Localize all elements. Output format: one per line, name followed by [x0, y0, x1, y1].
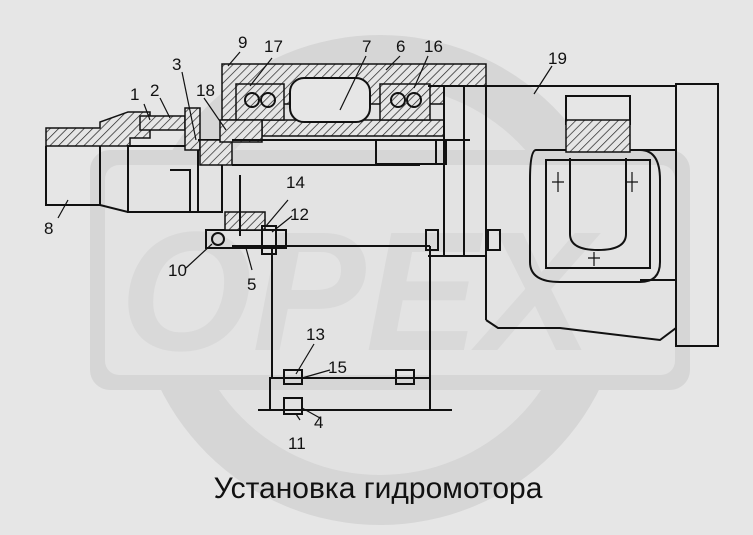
callout-8: 8 — [44, 219, 53, 238]
callout-labels: 1 2 3 4 5 6 7 8 9 10 11 12 13 14 15 16 1… — [44, 33, 567, 453]
leader-lines — [57, 51, 553, 421]
callout-12: 12 — [290, 205, 309, 224]
callout-3: 3 — [172, 55, 181, 74]
callout-7: 7 — [362, 37, 371, 56]
shaft — [232, 139, 470, 166]
callout-9: 9 — [238, 33, 247, 52]
callout-6: 6 — [396, 37, 405, 56]
callout-10: 10 — [168, 261, 187, 280]
callout-14: 14 — [286, 173, 305, 192]
bolt-group-left — [205, 211, 287, 255]
callout-17: 17 — [264, 37, 283, 56]
hydromotor-part-19 — [485, 83, 719, 347]
bracket-frame — [232, 175, 452, 415]
housing-part-6 — [219, 63, 487, 143]
callout-16: 16 — [424, 37, 443, 56]
callout-15: 15 — [328, 358, 347, 377]
coupling-part-8 — [45, 111, 199, 213]
callout-13: 13 — [306, 325, 325, 344]
callout-2: 2 — [150, 81, 159, 100]
callout-19: 19 — [548, 49, 567, 68]
callout-18: 18 — [196, 81, 215, 100]
drawing-caption: Установка гидромотора — [214, 472, 543, 505]
callout-1: 1 — [130, 85, 139, 104]
bolt-group-right — [425, 229, 501, 251]
callout-11: 11 — [288, 434, 306, 453]
callout-4: 4 — [314, 413, 323, 432]
callout-5: 5 — [247, 275, 256, 294]
watermark-text: OPEX — [120, 197, 601, 387]
mounting-plates — [428, 85, 487, 257]
